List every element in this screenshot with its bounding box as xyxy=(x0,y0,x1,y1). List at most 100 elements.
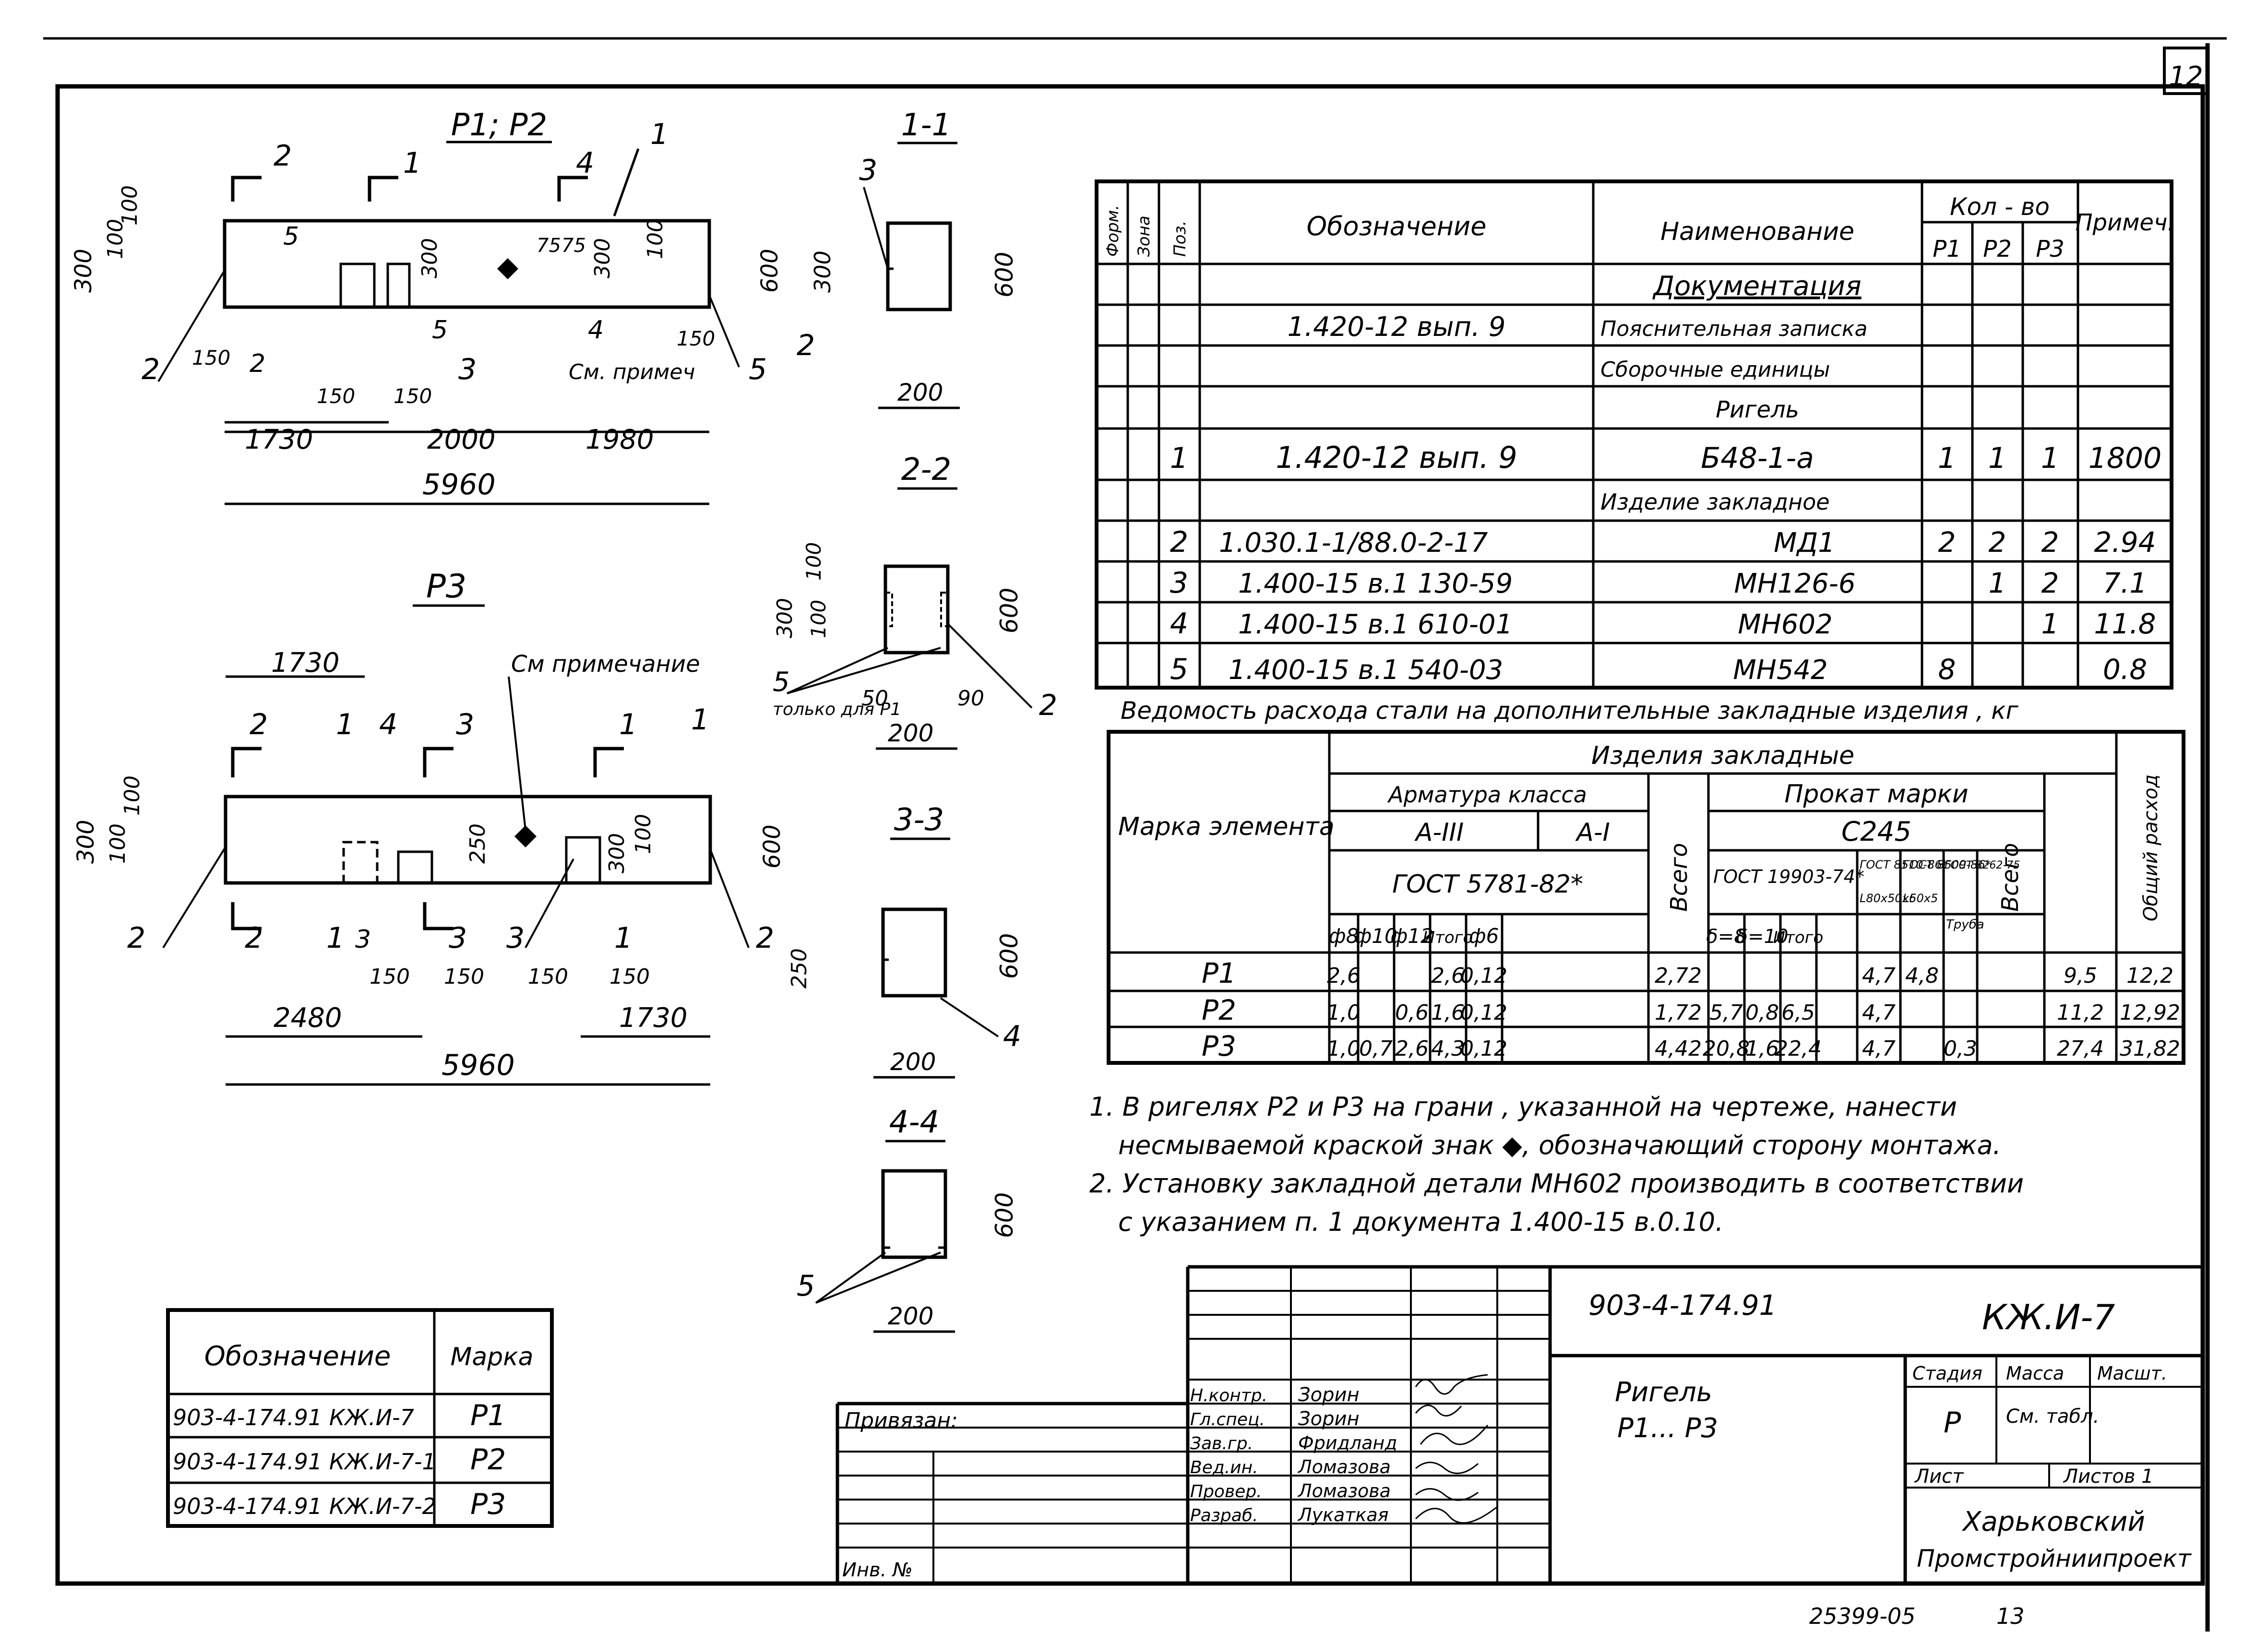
row-designation: 1.400-15 в.1 540-03 xyxy=(1229,655,1503,686)
mark-value: P2 xyxy=(470,1443,506,1477)
section-3-3: 3-3 250 600 200 4 xyxy=(787,802,1023,1079)
steel-cell: 12,2 xyxy=(2126,964,2173,988)
note-ref: См. примеч xyxy=(569,360,695,384)
row-name: Ригель xyxy=(1716,396,1799,423)
dim-250: 250 xyxy=(787,948,812,989)
row-p3: 2 xyxy=(2041,567,2059,599)
doc-code: 903-4-174.91 xyxy=(1588,1289,1777,1322)
header-g1: ГОСТ 8510-86* xyxy=(1860,858,1948,871)
header-grand: Общий расход xyxy=(2140,774,2162,921)
dim-150: 150 xyxy=(609,965,650,989)
row-note: 0.8 xyxy=(2103,653,2147,686)
header-name: Наименование xyxy=(1660,217,1854,246)
section-title: 3-3 xyxy=(894,802,944,838)
dim-300: 300 xyxy=(418,238,442,278)
dim-150: 150 xyxy=(528,965,568,989)
header-total2: Всего xyxy=(1997,843,2024,912)
header-qty: Кол - во xyxy=(1950,193,2050,221)
dim-150: 150 xyxy=(444,965,484,989)
person: Ломазова xyxy=(1297,1456,1391,1477)
steel-cell: 22,4 xyxy=(1775,1036,1822,1061)
person: Лукаткая xyxy=(1297,1504,1389,1525)
page-number: 12 xyxy=(2169,61,2203,92)
header-g3b: Труба xyxy=(1946,917,1984,932)
steel-cell: 4,3 xyxy=(1431,1036,1465,1061)
object-sub: P1... P3 xyxy=(1617,1413,1718,1444)
person: Зорин xyxy=(1298,1408,1360,1430)
view-title: P3 xyxy=(426,568,466,606)
section-title: 1-1 xyxy=(901,107,952,143)
cut-label: 3 xyxy=(355,925,371,954)
spec-row: Сборочные единицы xyxy=(1600,357,1830,382)
steel-cell: 0,12 xyxy=(1460,1001,1507,1025)
dim-600: 600 xyxy=(995,588,1023,633)
dim-200: 200 xyxy=(897,379,943,406)
header-pos: Поз. xyxy=(1170,221,1190,257)
pos-label: 3 xyxy=(859,154,877,187)
steel-cell: 2,6 xyxy=(1431,964,1465,988)
pos-label: 2 xyxy=(756,921,774,955)
col-d8: ф8 xyxy=(1329,924,1359,948)
header-g1b: L80x50x6 xyxy=(1860,892,1916,905)
role: Н.контр. xyxy=(1190,1386,1267,1406)
view-title: P1; P2 xyxy=(451,107,548,143)
dim-300: 300 xyxy=(773,598,797,638)
handwritten-signatures xyxy=(1415,1374,1498,1524)
header-g3: ГОСТ 3262-75 xyxy=(1945,859,2020,871)
cut-label: 2 xyxy=(250,708,268,741)
steel-table-title: Ведомость расхода стали на дополнительны… xyxy=(1121,697,2018,725)
header-designation: Обозначение xyxy=(1307,211,1487,241)
dim-5960: 5960 xyxy=(422,468,496,501)
dim-1980: 1980 xyxy=(585,424,654,455)
dim-300: 300 xyxy=(72,820,99,864)
person: Фридланд xyxy=(1298,1432,1397,1453)
row-note: 1800 xyxy=(2089,441,2162,475)
header-g2: ГОСТ 8509-86* xyxy=(1903,858,1991,871)
steel-row-mark: P1 xyxy=(1202,957,1236,989)
dim-200: 200 xyxy=(888,1302,933,1330)
header-note: Примеч. xyxy=(2075,209,2174,236)
steel-cell: 9,5 xyxy=(2064,964,2097,988)
scale-header: Масшт. xyxy=(2097,1363,2167,1384)
row-pos: 1 xyxy=(1170,441,1188,475)
section-1-1: 1-1 3 300 600 200 xyxy=(810,107,1018,409)
spec-row: 4 1.400-15 в.1 610-01 МН602 1 11.8 xyxy=(1170,607,2156,641)
steel-row-mark: P2 xyxy=(1202,994,1236,1026)
dim-2000: 2000 xyxy=(427,424,496,455)
pos-label: 2 xyxy=(797,329,815,362)
col-d10: ф10 xyxy=(1354,924,1397,948)
steel-cell: 1,0 xyxy=(1327,1001,1361,1025)
section-title: 4-4 xyxy=(889,1105,940,1140)
cut-label: 1 xyxy=(403,146,421,180)
row-p3: 1 xyxy=(2041,441,2059,475)
section-title: 2-2 xyxy=(901,452,952,488)
steel-cell: 0,12 xyxy=(1460,964,1507,988)
header-p1: P1 xyxy=(1933,236,1961,262)
dim-75: 75 xyxy=(537,235,561,257)
dim-200: 200 xyxy=(888,719,933,747)
steel-cell: 4,7 xyxy=(1862,1036,1896,1061)
role: Вед.ин. xyxy=(1190,1458,1258,1477)
row-name: Пояснительная записка xyxy=(1600,317,1867,341)
header-rebar: Арматура класса xyxy=(1387,782,1587,808)
cut-label: 1 xyxy=(619,708,637,741)
pos-label: 4 xyxy=(588,316,604,345)
cut-label: 1 xyxy=(336,708,354,741)
col-subtotal: Итого xyxy=(1773,928,1824,947)
col-t8: δ=8 xyxy=(1706,926,1746,948)
steel-cell: 1,6 xyxy=(1745,1036,1779,1061)
view-p1p2: P1; P2 2 1 4 1 300 100 100 300 75 75 300… xyxy=(70,107,815,505)
dim-100: 100 xyxy=(643,219,668,259)
section-2-2: 2-2 300 100 100 600 50 200 90 5 2 только… xyxy=(773,452,1057,750)
row-pos: 2 xyxy=(1170,525,1188,559)
spec-row: Документация xyxy=(1652,271,1861,302)
marks-table: Обозначение Марка 903-4-174.91 КЖ.И-7 P1… xyxy=(166,1308,554,1528)
col-d6: ф6 xyxy=(1469,924,1499,948)
spec-row: 1 1.420-12 вып. 9 Б48-1-а 1 1 1 1800 xyxy=(1170,440,2161,475)
dim-300: 300 xyxy=(590,238,615,278)
org-name: Харьковский xyxy=(1961,1506,2145,1537)
mark-designation: 903-4-174.91 КЖ.И-7 xyxy=(173,1405,414,1430)
header-gost-rebar: ГОСТ 5781-82* xyxy=(1392,870,1583,899)
